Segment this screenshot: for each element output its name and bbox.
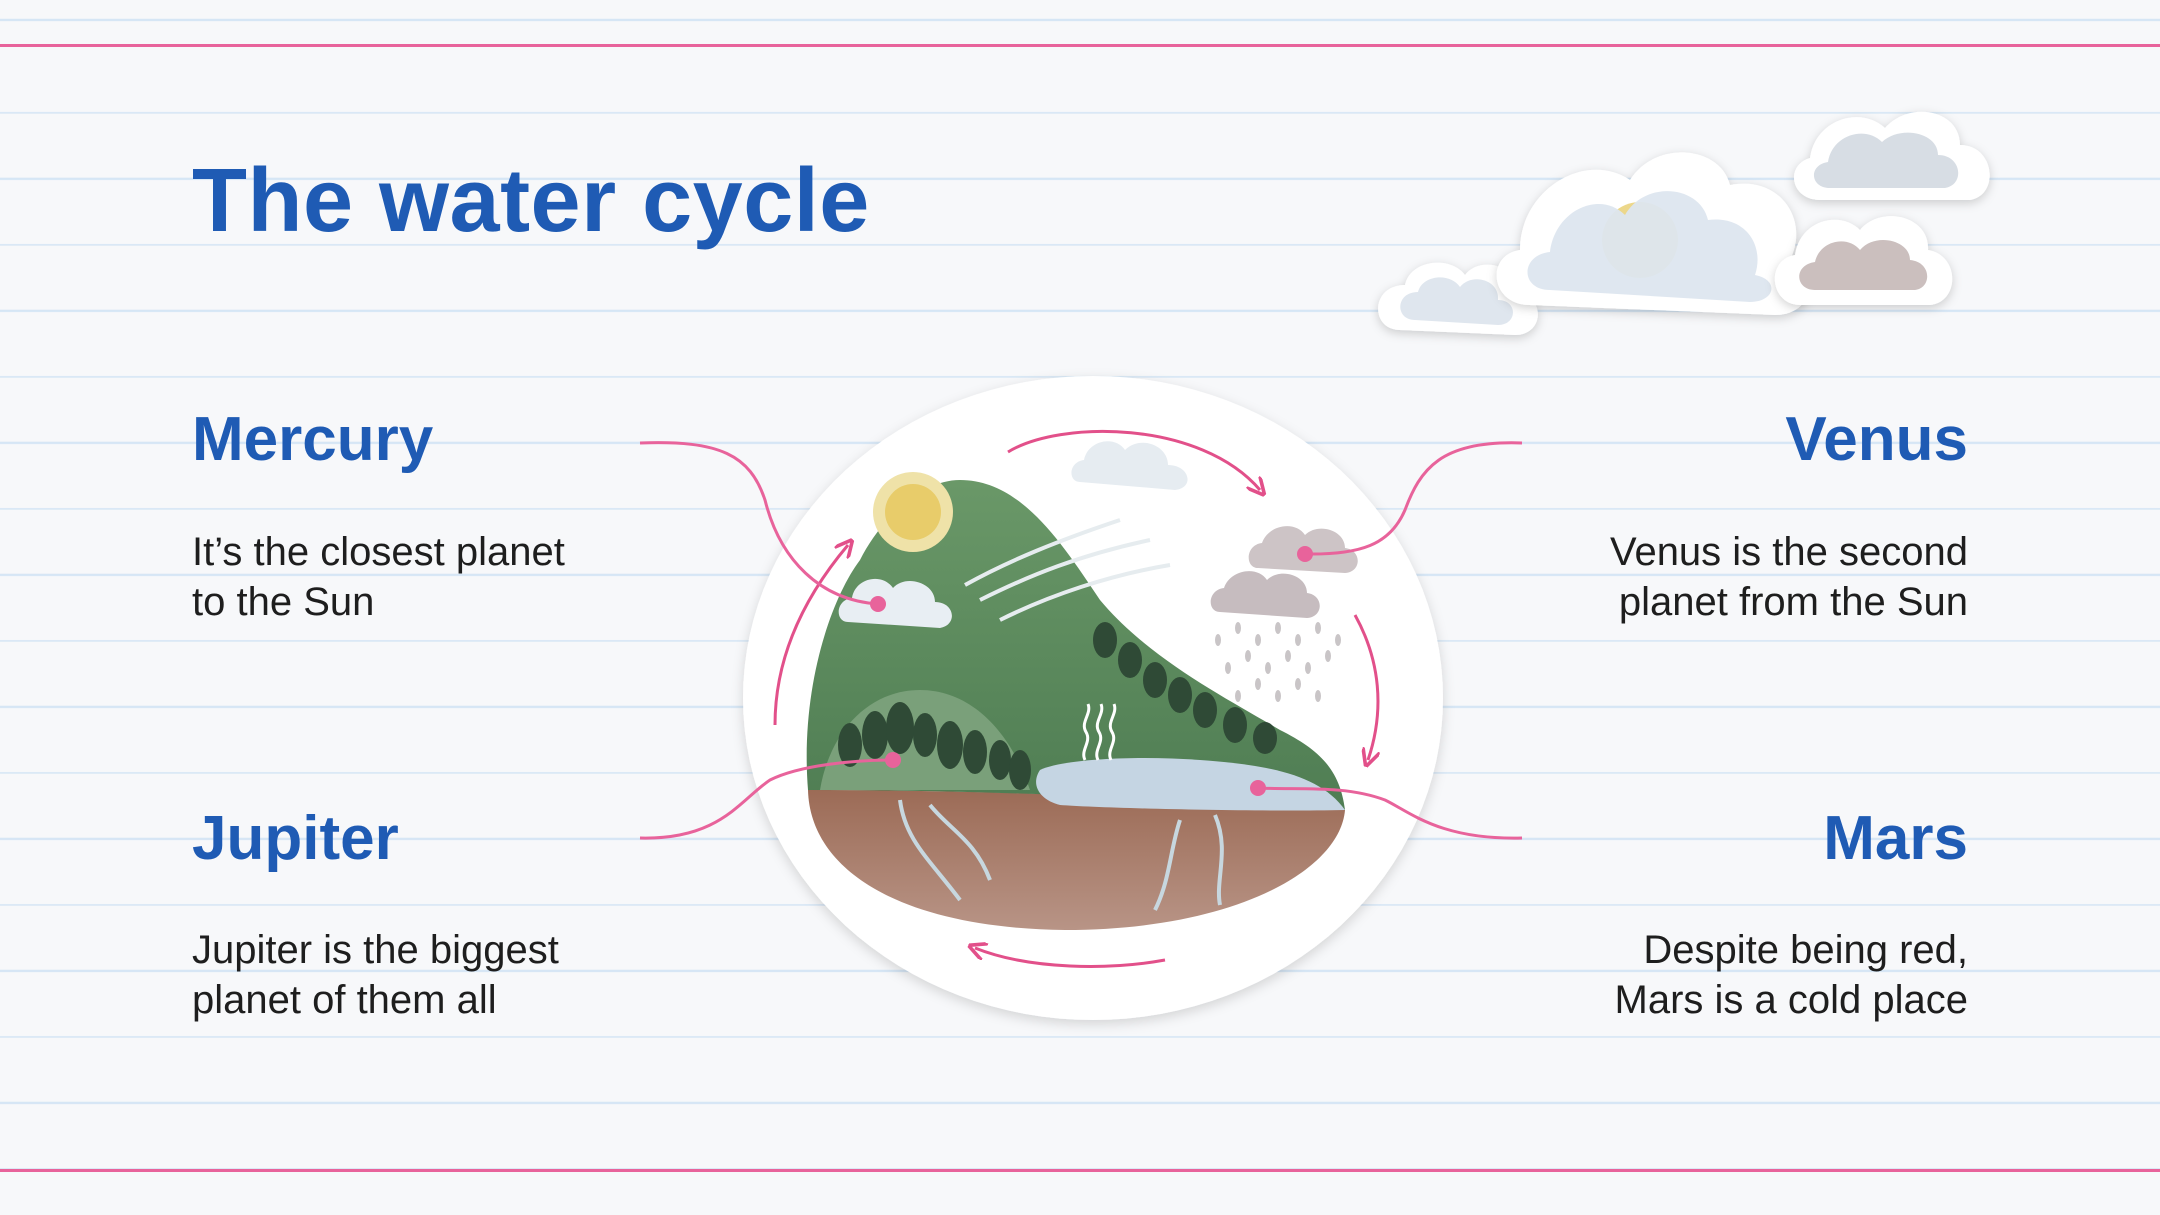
water-cycle-diagram bbox=[0, 0, 2160, 1215]
